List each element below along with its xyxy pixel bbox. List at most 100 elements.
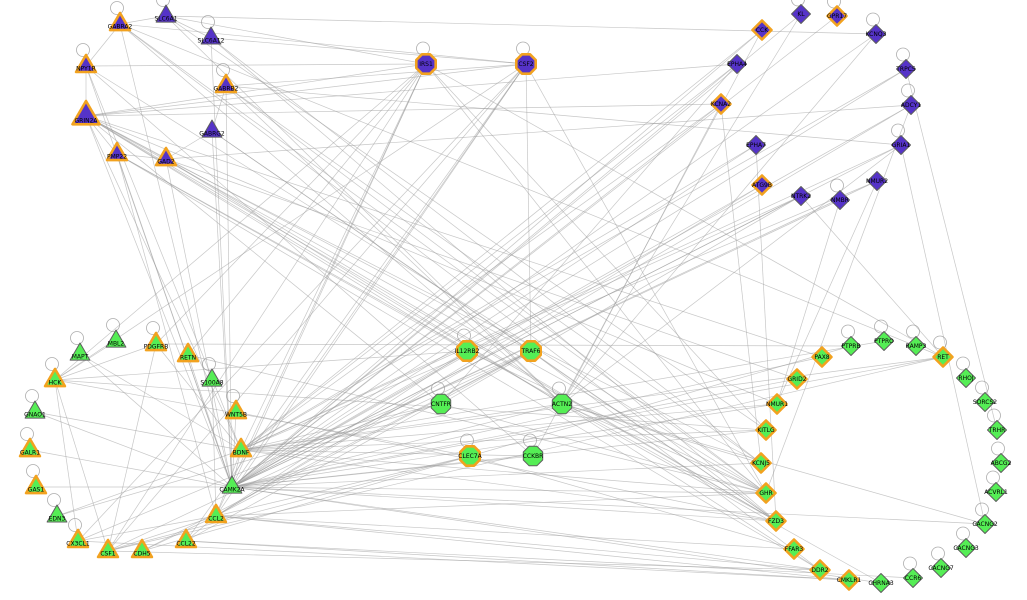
edge-ADCY1-CAMK2A[interactable]: [231, 104, 912, 488]
node-GPR17[interactable]: [826, 5, 848, 27]
edge-CLEC7A-FFAR3[interactable]: [469, 455, 795, 550]
node-CMKLR1[interactable]: [838, 569, 860, 591]
edge-CCL22-CCR6[interactable]: [185, 540, 914, 579]
node-SLC6A1[interactable]: [155, 4, 177, 23]
edge-SLC6A1-ACTN2[interactable]: [165, 15, 563, 405]
edge-IRS1-GHR[interactable]: [425, 63, 767, 494]
edge-EPHA4-CAMK2A[interactable]: [231, 63, 738, 488]
self-loop-MAPT[interactable]: [70, 331, 84, 345]
node-IRS1[interactable]: [414, 52, 438, 75]
edge-CNTFR-BDNF[interactable]: [240, 403, 442, 451]
self-loop-KL[interactable]: [791, 0, 805, 7]
edge-NTRK2-CNTFR[interactable]: [440, 195, 802, 405]
node-CLEC7A[interactable]: [458, 444, 482, 468]
node-KITLG[interactable]: [755, 419, 777, 441]
edge-WNT5B-FZD3[interactable]: [235, 411, 777, 522]
edge-ACTN2-CACNG2[interactable]: [561, 403, 986, 525]
node-IL12RB2[interactable]: [455, 339, 479, 363]
node-NMUR2[interactable]: [867, 171, 887, 191]
edge-EPHA4-BDNF[interactable]: [240, 63, 738, 451]
node-CCK[interactable]: [751, 19, 773, 41]
edge-GRIA1-CACNG2[interactable]: [900, 144, 986, 525]
node-NPY1R[interactable]: [74, 53, 98, 74]
node-EPHA7[interactable]: [746, 135, 766, 155]
edge-KCNA2-BDNF[interactable]: [240, 103, 722, 451]
node-SLC6A12[interactable]: [200, 26, 222, 45]
edge-CAMK2A-CHRNA3[interactable]: [231, 486, 882, 584]
edge-KL-CAMK2A[interactable]: [231, 13, 802, 488]
edge-HCK-CX3CL1[interactable]: [54, 379, 79, 542]
node-CCKBR[interactable]: [522, 445, 544, 467]
edge-KCNA2-KCNJ5[interactable]: [720, 103, 762, 464]
self-loop-NMBR[interactable]: [830, 178, 844, 193]
edge-S100A8-CCL2[interactable]: [211, 379, 217, 517]
edge-IRS1-CAMK2A[interactable]: [231, 63, 427, 488]
node-ATG9B[interactable]: [751, 174, 773, 196]
edge-GRIN2A-NMUR1[interactable]: [85, 115, 778, 405]
node-KCNJ5[interactable]: [750, 452, 772, 474]
edge-GAD2-KCNJ5[interactable]: [165, 158, 762, 464]
edge-GABRB2-KCNJ5[interactable]: [225, 85, 762, 464]
edge-ACTN2-KCNJ5[interactable]: [561, 403, 762, 464]
self-loop-WNT5B[interactable]: [226, 389, 240, 403]
node-CSF1[interactable]: [96, 538, 120, 559]
edge-ACTN2-CAMK2A[interactable]: [231, 403, 563, 488]
edge-GRIN2A-CNTFR[interactable]: [85, 115, 442, 405]
edge-HCK-CSF1[interactable]: [54, 379, 109, 552]
node-RETN[interactable]: [176, 342, 200, 363]
self-loop-GABRA2[interactable]: [110, 1, 124, 15]
edge-PDGFRB-BDNF[interactable]: [155, 343, 242, 451]
edge-EPHA4-CNTFR[interactable]: [440, 63, 738, 405]
node-NMBR[interactable]: [830, 190, 850, 210]
node-CCR6[interactable]: [903, 568, 923, 588]
self-loop-CACNG3[interactable]: [956, 526, 970, 541]
self-loop-GALR1[interactable]: [20, 427, 34, 441]
edge-CAMK2A-PAX8[interactable]: [231, 356, 823, 488]
node-MBL2[interactable]: [105, 329, 127, 348]
edge-GABRB2-CSF2[interactable]: [225, 63, 527, 87]
node-GABRA2[interactable]: [108, 11, 132, 32]
node-NMUR1[interactable]: [766, 393, 788, 415]
node-PMP22[interactable]: [105, 141, 129, 162]
edge-GABRA2-CSF2[interactable]: [119, 23, 527, 65]
node-GRIN2A[interactable]: [71, 99, 101, 126]
edge-GRIN2A-FZD3[interactable]: [85, 115, 777, 522]
edge-CAMK2A-KITLG[interactable]: [231, 429, 767, 488]
self-loop-SLC6A1[interactable]: [156, 0, 170, 7]
edge-PMP22-CCL2[interactable]: [116, 153, 217, 517]
node-RHOJ[interactable]: [956, 368, 976, 388]
edge-TRAF6-CX3CL1[interactable]: [77, 350, 532, 542]
node-RET[interactable]: [932, 346, 954, 368]
node-RAMP3[interactable]: [906, 336, 926, 356]
self-loop-GABRB2[interactable]: [216, 63, 230, 77]
self-loop-MBL2[interactable]: [106, 318, 120, 332]
self-loop-ACVRL1[interactable]: [986, 470, 1000, 485]
edge-PMP22-FZD3[interactable]: [116, 153, 777, 522]
edge-BDNF-KITLG[interactable]: [240, 429, 767, 451]
node-CNTFR[interactable]: [430, 393, 452, 415]
edge-IRS1-CCL2[interactable]: [215, 63, 427, 517]
self-loop-GNAO1[interactable]: [25, 389, 39, 403]
self-loop-ABCG2[interactable]: [991, 441, 1005, 456]
edge-IRS1-PDGFRB[interactable]: [155, 63, 427, 345]
edge-BDNF-RET[interactable]: [240, 356, 944, 451]
self-loop-RAMP3[interactable]: [906, 324, 920, 339]
self-loop-CACNG7[interactable]: [931, 546, 945, 561]
node-CSF2[interactable]: [514, 52, 538, 75]
edge-ATG9B-CCL2[interactable]: [215, 184, 763, 517]
node-GAD2[interactable]: [154, 146, 178, 167]
node-GAS1[interactable]: [24, 474, 48, 495]
node-CAMK2A[interactable]: [221, 475, 243, 494]
node-GNAO1[interactable]: [24, 400, 46, 419]
node-WNT5B[interactable]: [224, 399, 248, 420]
self-loop-ADCY1[interactable]: [901, 83, 915, 98]
edge-KCNQ3-ACTN2[interactable]: [561, 33, 877, 405]
edge-GABRA2-CAMK2A[interactable]: [119, 23, 233, 488]
self-loop-CX3CL1[interactable]: [68, 518, 82, 532]
edge-IRS1-RETN[interactable]: [187, 63, 427, 356]
node-GALR1[interactable]: [18, 437, 42, 458]
edge-NPY1R-IRS1[interactable]: [85, 63, 427, 67]
self-loop-ACTN2[interactable]: [552, 381, 566, 396]
edge-NTRK2-BDNF[interactable]: [240, 195, 802, 451]
edge-HCK-KITLG[interactable]: [54, 379, 767, 431]
